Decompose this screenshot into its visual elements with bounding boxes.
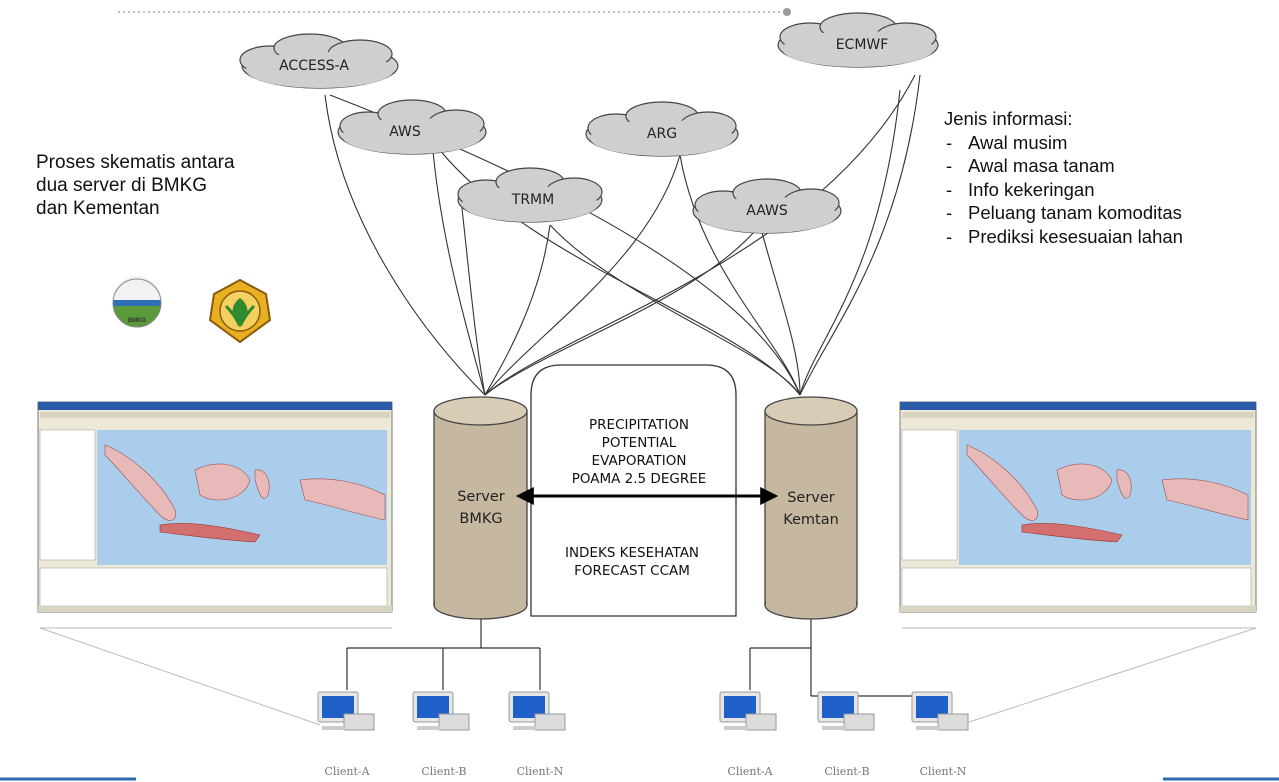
screenshot-connectors [39, 627, 1257, 726]
client-label-right-a: Client-A [727, 765, 773, 778]
exchange-data-top: PRECIPITATION POTENTIAL EVAPORATION POAM… [572, 416, 707, 488]
information-types-title: Jenis informasi: [944, 108, 1073, 129]
source-label-access-a: ACCESS-A [279, 58, 349, 74]
exchange-data-item: POAMA 2.5 DEGREE [571, 471, 707, 487]
process-description-line: dua server di BMKG [36, 175, 208, 196]
exchange-data-item: POTENTIAL [601, 435, 677, 451]
client-label-left-b: Client-B [421, 765, 467, 778]
information-type-item: Awal masa tanam [944, 154, 1274, 178]
information-type-item: Awal musim [944, 131, 1274, 155]
screenshot-kemtan-app [899, 401, 1257, 613]
server-kemtan-label-line: Server [787, 490, 835, 506]
cloud-aaws [692, 178, 842, 234]
information-type-item: Prediksi kesesuaian lahan [944, 225, 1274, 249]
information-type-item: Info kekeringan [944, 178, 1274, 202]
information-type-item: Peluang tanam komoditas [944, 201, 1274, 225]
client-a-right-icon [719, 691, 777, 731]
source-label-aws: AWS [389, 124, 421, 140]
client-network-lines [346, 619, 940, 697]
cloud-trmm [457, 167, 603, 223]
client-n-right-icon [911, 691, 969, 731]
bmkg-logo-caption: BMKG [127, 318, 147, 324]
exchange-data-item: EVAPORATION [591, 453, 687, 469]
server-kemtan-label: Server Kemtan [783, 487, 839, 531]
cloud-access-a [239, 33, 399, 89]
cloud-arg [585, 101, 739, 157]
client-b-left-icon [412, 691, 470, 731]
source-label-ecmwf: ECMWF [835, 37, 889, 53]
exchange-data-item: FORECAST CCAM [574, 563, 690, 579]
process-description-line: dan Kementan [36, 198, 160, 219]
exchange-data-item: PRECIPITATION [589, 417, 689, 433]
top-dotted-separator [118, 8, 791, 16]
server-bmkg-label-line: BMKG [459, 511, 503, 527]
client-n-left-icon [508, 691, 566, 731]
process-description-line: Proses skematis antara [36, 152, 235, 173]
source-label-aaws: AAWS [746, 203, 788, 219]
information-types-list: Awal musim Awal masa tanam Info kekering… [944, 131, 1274, 249]
exchange-data-bottom: INDEKS KESEHATAN FORECAST CCAM [565, 544, 699, 580]
source-clouds [239, 12, 939, 234]
client-b-right-icon [817, 691, 875, 731]
client-a-left-icon [317, 691, 375, 731]
exchange-data-item: INDEKS KESEHATAN [564, 545, 700, 561]
server-kemtan-label-line: Kemtan [783, 512, 839, 528]
cloud-ecmwf [777, 12, 939, 68]
server-bmkg-label: Server BMKG [457, 486, 505, 530]
data-feed-lines [324, 74, 921, 396]
cloud-aws [337, 99, 487, 155]
client-label-right-n: Client-N [919, 765, 967, 778]
source-label-trmm: TRMM [511, 192, 555, 208]
bmkg-logo [112, 276, 162, 328]
information-types: Jenis informasi: Awal musim Awal masa ta… [944, 107, 1274, 248]
server-bmkg-label-line: Server [457, 489, 505, 505]
server-bmkg-cylinder [433, 396, 528, 620]
client-computer-icons [317, 691, 969, 731]
client-label-left-n: Client-N [516, 765, 564, 778]
screenshot-bmkg-app [37, 401, 393, 613]
client-label-left-a: Client-A [324, 765, 370, 778]
kementan-logo [208, 278, 272, 344]
source-label-arg: ARG [646, 126, 678, 142]
server-kemtan-cylinder [764, 396, 858, 620]
process-description: Proses skematis antara dua server di BMK… [36, 151, 316, 220]
client-label-right-b: Client-B [824, 765, 870, 778]
